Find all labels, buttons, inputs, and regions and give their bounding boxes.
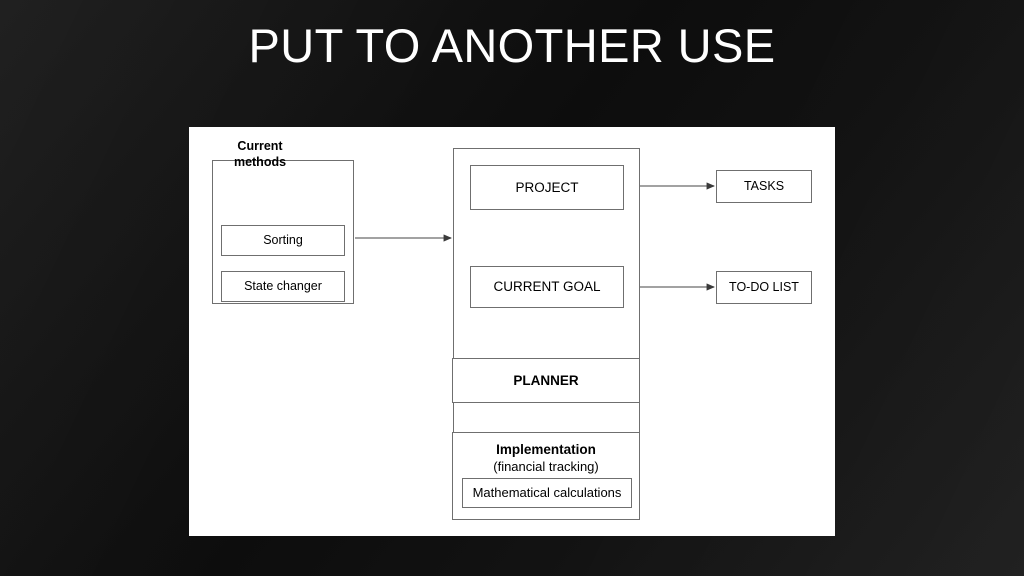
node-implementation-label: Implementation [496,442,596,457]
node-sorting-label: Sorting [263,233,303,248]
node-todo-list-label: TO-DO LIST [729,280,799,295]
node-tasks-label: TASKS [743,179,785,194]
group-current-methods-label-line1: Current [237,139,283,153]
node-mathematical-calculations[interactable]: Mathematical calculations [462,478,632,508]
node-planner[interactable]: PLANNER [452,358,640,403]
node-mathematical-calculations-label: Mathematical calculations [472,485,622,501]
node-project-label: PROJECT [515,179,579,195]
node-state-changer[interactable]: State changer [221,271,345,302]
node-sorting[interactable]: Sorting [221,225,345,256]
node-state-changer-label: State changer [244,279,322,294]
node-tasks[interactable]: TASKS [716,170,812,203]
node-implementation-sublabel: (financial tracking) [493,458,599,474]
group-current-methods-label: Current methods [189,139,331,170]
node-todo-list[interactable]: TO-DO LIST [716,271,812,304]
node-planner-label: PLANNER [513,372,579,388]
node-current-goal-label: CURRENT GOAL [493,279,601,295]
node-implementation[interactable]: Implementation (financial tracking) Math… [452,432,640,520]
node-current-goal[interactable]: CURRENT GOAL [470,266,624,308]
diagram-canvas: Current methods Sorting State changer PR… [189,127,835,536]
group-current-methods-label-line2: methods [233,154,287,169]
slide-title: PUT TO ANOTHER USE [248,19,776,72]
node-project[interactable]: PROJECT [470,165,624,210]
